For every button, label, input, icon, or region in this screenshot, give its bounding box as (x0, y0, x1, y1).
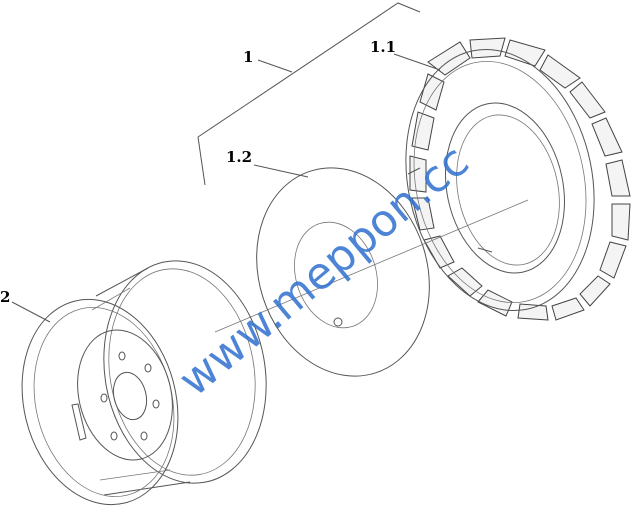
assembly-axis (214, 199, 529, 333)
tire-sidewall (405, 48, 595, 312)
watermark: www.meppon.cc (169, 135, 478, 406)
tire-marking (477, 247, 493, 253)
rim-bolt-holes (100, 351, 160, 441)
rim-disc (77, 329, 173, 461)
label-tire: 1.1 (370, 38, 396, 56)
rim-hub (112, 371, 148, 421)
rim-front-flange (21, 298, 179, 506)
rim-valve-slot (71, 403, 87, 441)
label-rim: 2 (0, 288, 10, 306)
rim (21, 260, 267, 506)
tire-bead (445, 102, 565, 274)
tire (405, 37, 631, 321)
label-assembly: 1 (243, 48, 253, 66)
tube-flap (256, 167, 430, 377)
label-tube: 1.2 (226, 148, 252, 166)
assembly-bracket (197, 2, 421, 186)
leader-lines (11, 53, 441, 323)
valve-hole (333, 317, 343, 327)
